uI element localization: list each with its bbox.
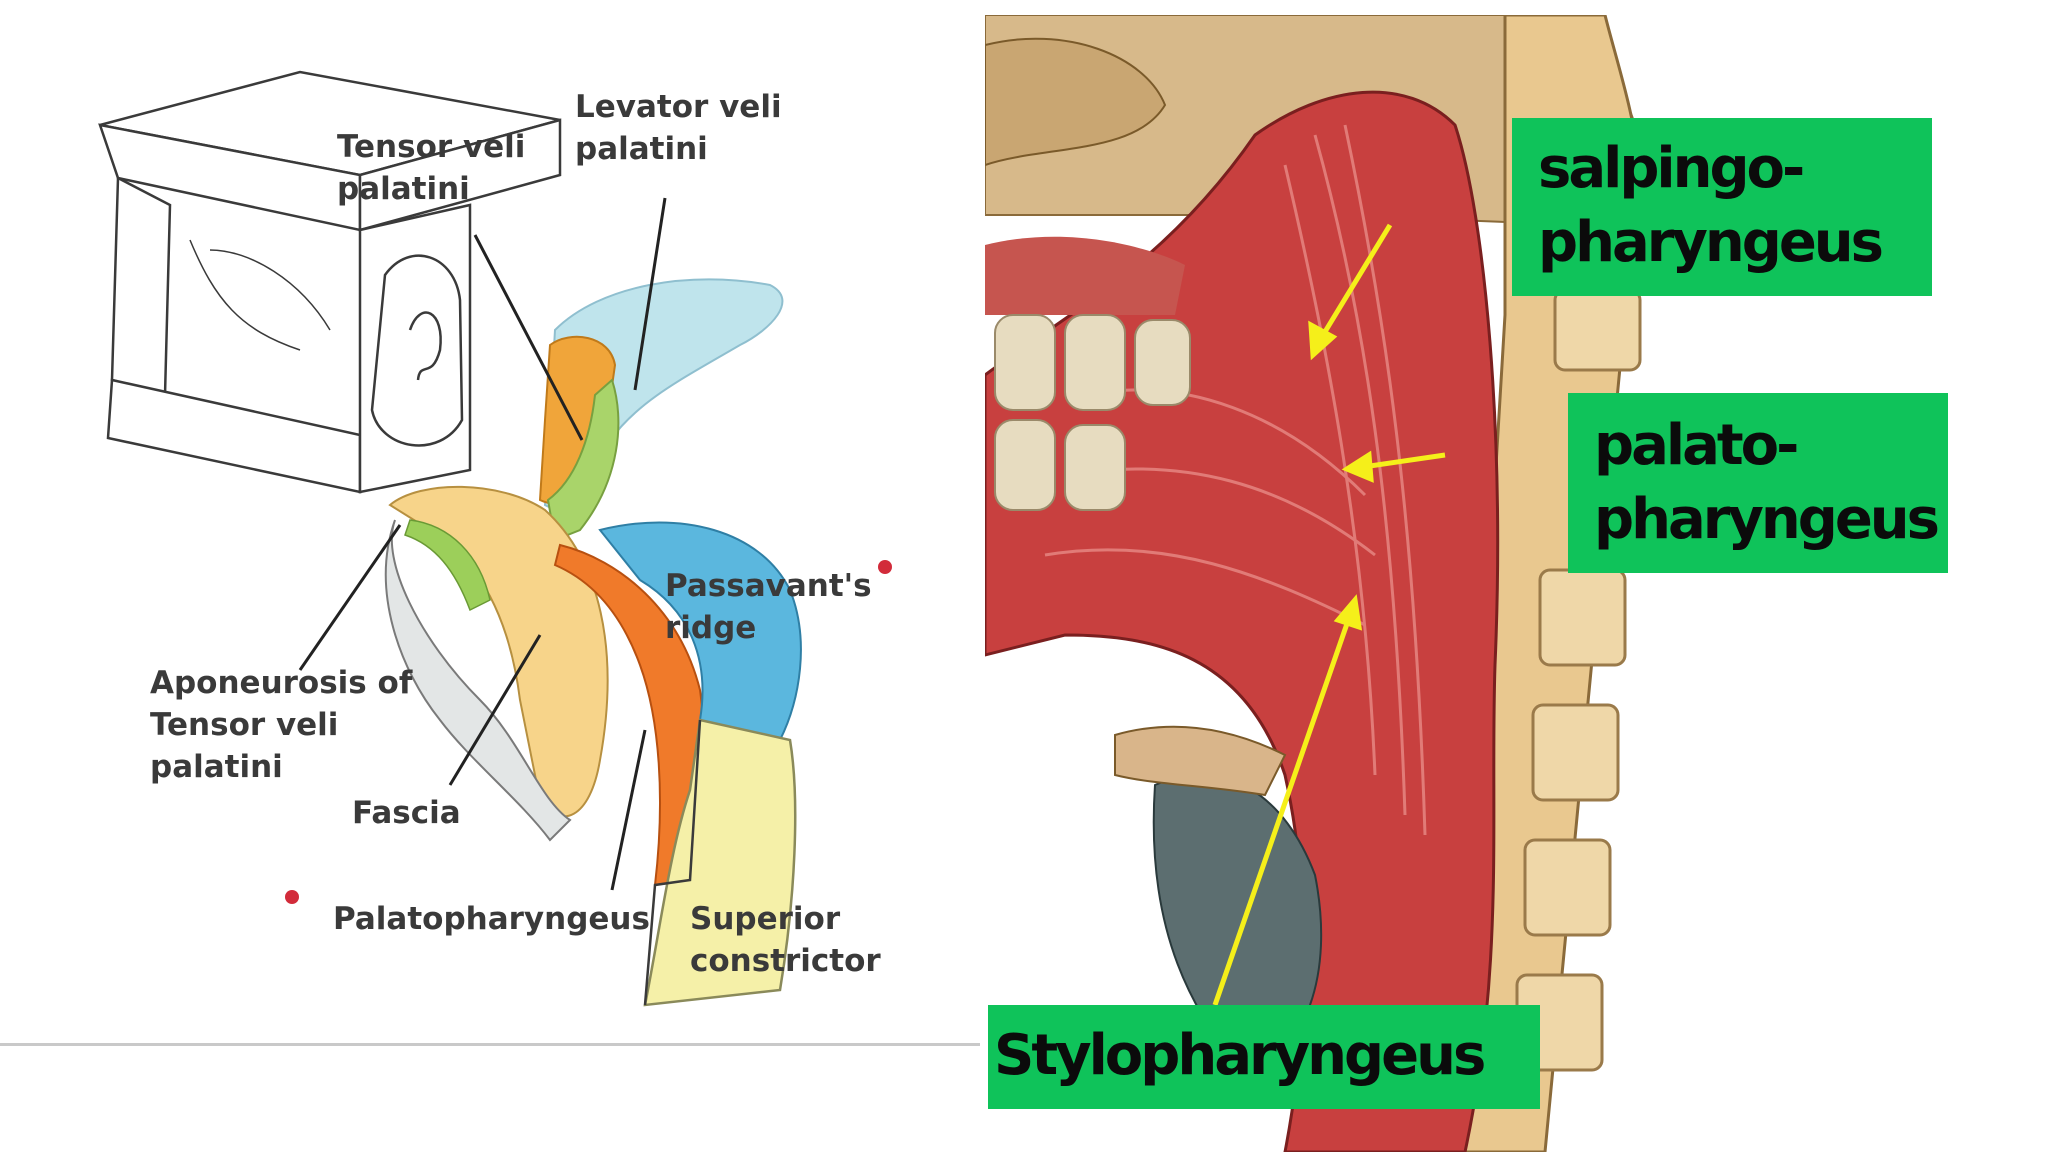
label-fascia: Fascia bbox=[352, 795, 461, 831]
red-marker-dot bbox=[878, 560, 892, 574]
label-passavants-ridge: Passavant's ridge bbox=[665, 568, 872, 646]
soft-palate-diagram bbox=[98, 70, 892, 1007]
fascia-sheet bbox=[384, 519, 572, 842]
divider-line bbox=[0, 1043, 980, 1046]
hyoid-area bbox=[1114, 725, 1287, 797]
levator-veli-palatini-muscle bbox=[543, 278, 784, 522]
label-aponeurosis: Aponeurosis of Tensor veli palatini bbox=[150, 665, 413, 785]
label-tensor-veli-palatini: Tensor veli palatini bbox=[337, 129, 526, 207]
upper-lip bbox=[985, 236, 1185, 315]
passavants-ridge bbox=[598, 521, 802, 742]
leader-lines bbox=[298, 197, 667, 891]
pharynx-muscle-illustration bbox=[985, 15, 1647, 1152]
aponeurosis-green-strip bbox=[404, 519, 491, 612]
soft-palate-sheet bbox=[388, 485, 609, 818]
label-salpingopharyngeus: salpingo- pharyngeus bbox=[1512, 118, 1932, 296]
label-palatopharyngeus-box: palato- pharyngeus bbox=[1568, 393, 1948, 573]
label-palatopharyngeus: Palatopharyngeus bbox=[333, 901, 650, 937]
red-marker-dot bbox=[285, 890, 299, 904]
yellow-arrows bbox=[1212, 223, 1446, 1006]
superior-constrictor-muscle bbox=[643, 718, 797, 1007]
maxilla-block bbox=[98, 70, 562, 494]
constrictor-edge bbox=[643, 719, 702, 1006]
vertebra-bodies bbox=[1515, 288, 1642, 1072]
label-levator-veli-palatini: Levator veli palatini bbox=[575, 89, 782, 167]
teeth bbox=[994, 314, 1191, 511]
nasal-cavity bbox=[985, 37, 1167, 167]
label-stylopharyngeus: Stylopharyngeus bbox=[988, 1005, 1540, 1109]
label-superior-constrictor: Superior constrictor bbox=[690, 901, 881, 979]
